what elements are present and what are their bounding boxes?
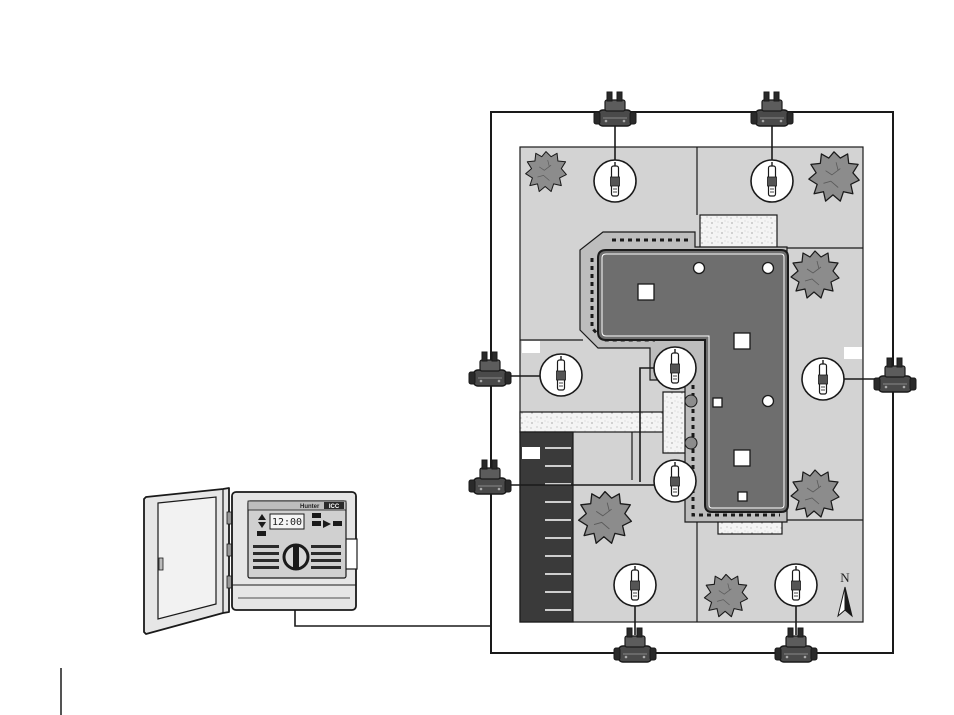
sprinkler-head: [540, 354, 582, 396]
roof-vent: [734, 333, 750, 349]
roof-vent: [638, 284, 654, 300]
north-walkway: [700, 215, 777, 248]
minus-button[interactable]: [257, 531, 266, 536]
model-badge-label: ICC: [329, 504, 340, 510]
zone-label-tab: [522, 447, 540, 459]
door-latch: [159, 558, 163, 570]
roof-drain: [763, 396, 774, 407]
roof-drain: [694, 263, 705, 274]
irrigation-controller: Hunter ICC 12:00: [144, 488, 357, 634]
north-label: N: [840, 570, 850, 585]
zone-label-tab: [522, 341, 540, 353]
no-button[interactable]: [333, 521, 342, 526]
sprinkler-head: [654, 460, 696, 502]
controller-brand: Hunter: [300, 504, 320, 510]
parking-lot: [520, 432, 573, 622]
sprinkler-head: [614, 564, 656, 606]
roof-drain: [763, 263, 774, 274]
plus-button[interactable]: [312, 513, 321, 518]
sprinkler-head: [775, 564, 817, 606]
controller-door-panel: [158, 497, 216, 619]
zone-valve: [594, 92, 636, 126]
station-button[interactable]: [312, 521, 321, 526]
roof-vent: [734, 450, 750, 466]
zone-label-tab: [844, 347, 862, 359]
west-walkway: [520, 412, 663, 432]
zone-valve: [751, 92, 793, 126]
sprinkler-head: [654, 347, 696, 389]
roof-vent: [713, 398, 722, 407]
sprinkler-head: [751, 160, 793, 202]
dial-pointer: [293, 545, 299, 569]
sprinkler-head: [594, 160, 636, 202]
sprinkler-head: [802, 358, 844, 400]
roof-vent: [738, 492, 747, 501]
lcd-readout: 12:00: [272, 517, 302, 528]
